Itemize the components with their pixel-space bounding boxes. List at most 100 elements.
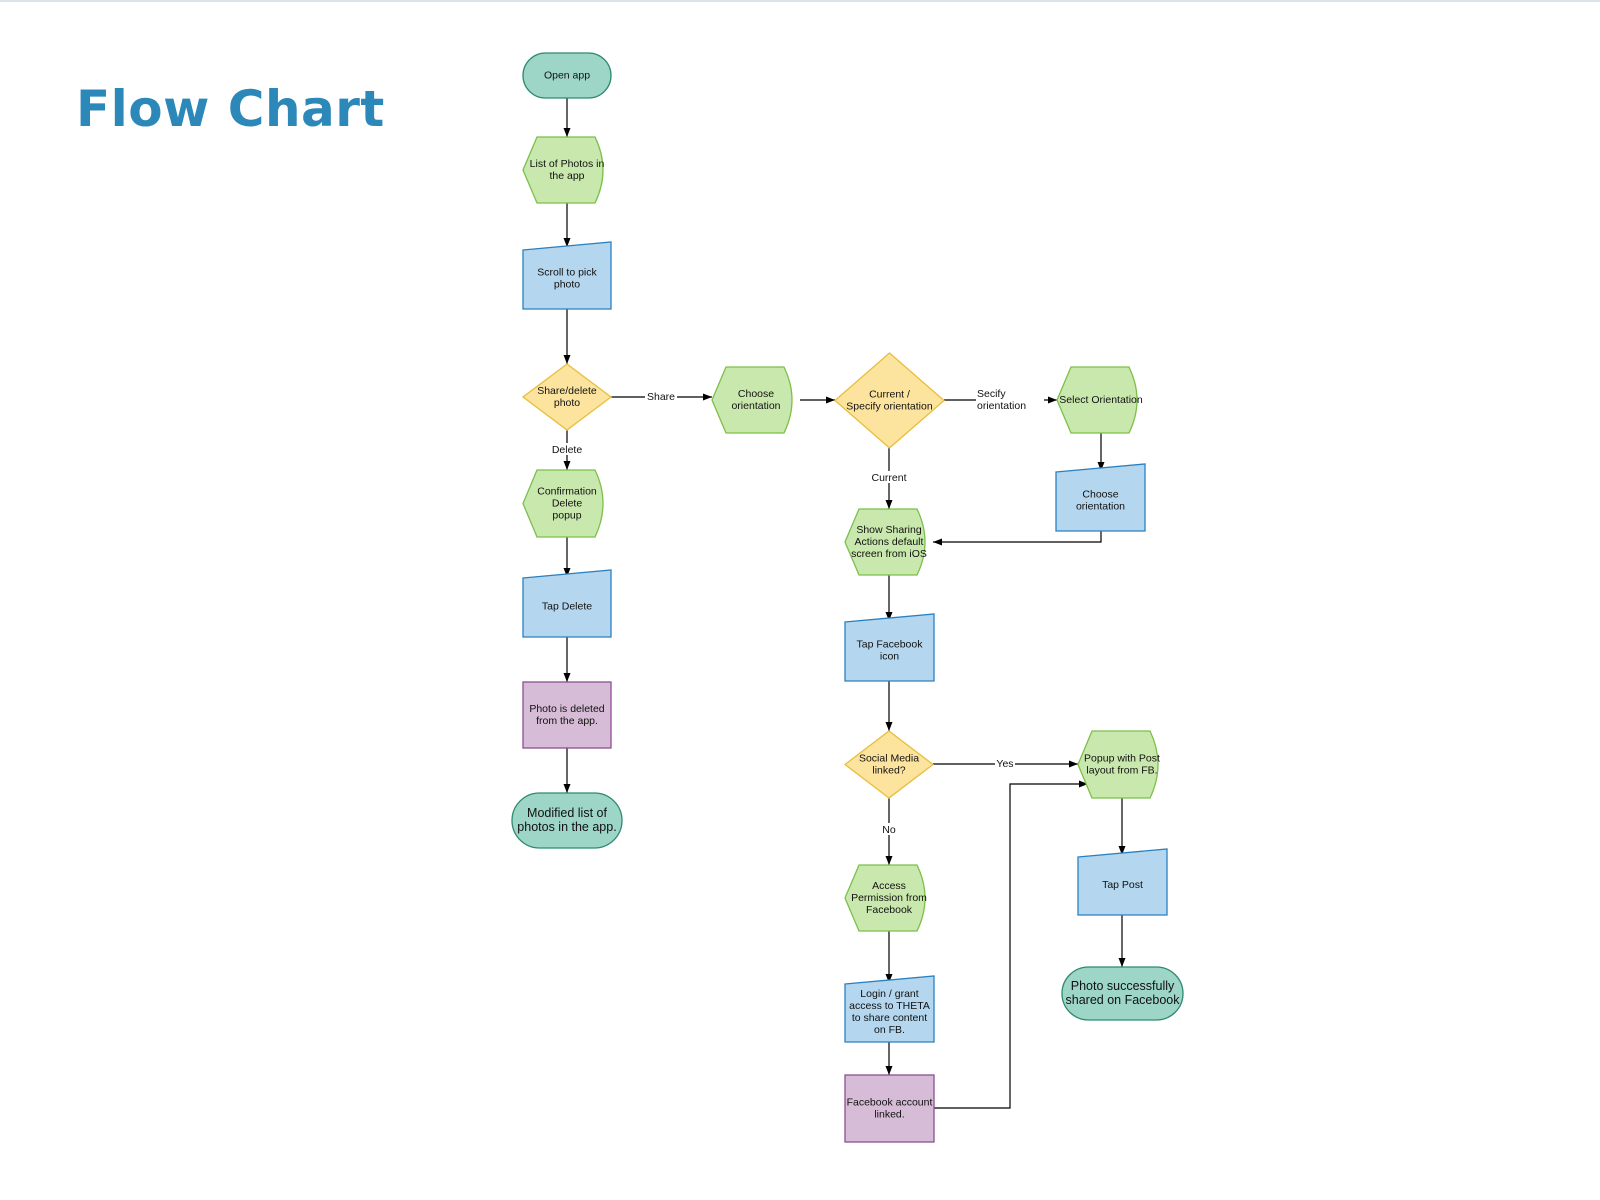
edge-label-background [976,387,1044,411]
display-shape [522,136,604,204]
edge-label-background [995,757,1015,769]
edge-label-text: Yes [996,758,1013,770]
node-label-line: Social Media [859,752,919,764]
node-current-specify: Current /Specify orientation [834,352,945,449]
display-shape [844,508,926,576]
node-label-line: Show Sharing [856,524,922,536]
display-shape [844,864,926,932]
node-label-line: Current / [869,388,910,400]
node-label-line: Open app [544,69,590,81]
display-shape [1056,366,1138,434]
edge-label-background [548,443,586,455]
edge-label-text: Delete [552,444,583,456]
input-shape [1055,463,1146,532]
node-label-line: photos in the app. [517,820,616,834]
top-border-line [0,0,1600,2]
edge-label-text: Secify [977,388,1006,400]
edge-label-current: Current [867,471,911,484]
edge-choose2-to-showsharing [933,531,1102,546]
edge-fblinked-to-popup [934,780,1088,1109]
terminal-shape [522,52,612,99]
display-shape [522,469,604,538]
node-label-line: Photo successfully [1071,979,1175,993]
node-label-line: from the app. [536,715,598,727]
process-shape [522,681,612,749]
edge-label-text: Current [871,472,906,484]
edge-label-text: orientation [977,400,1026,412]
node-tap-post: Tap Post [1077,848,1168,916]
node-label-line: to share content [852,1012,927,1024]
node-label-line: Facebook account [847,1096,933,1108]
node-label-line: Popup with Post [1084,752,1160,764]
node-label-line: Choose [1082,488,1118,500]
edges-layer [563,98,1126,1109]
node-label-line: shared on Facebook [1066,993,1181,1007]
process-shape [844,1074,935,1143]
node-label-line: Login / grant [860,988,918,1000]
node-label-line: photo [554,397,580,409]
node-label-line: Access [872,880,906,892]
node-label-line: Tap Delete [542,600,592,612]
decision-shape [843,730,935,799]
terminal-shape [511,792,623,849]
node-label-line: List of Photos in [530,158,605,170]
node-label-line: linked? [872,764,905,776]
decision-shape [834,352,945,449]
display-shape [711,366,793,434]
node-label-line: screen from iOS [851,548,927,560]
decision-shape [521,363,613,431]
node-label-line: Select Orientation [1059,394,1143,406]
edge-label-background [645,390,677,402]
page-title: Flow Chart [76,80,385,138]
input-shape [522,241,612,310]
node-label-line: Choose [738,388,774,400]
node-label-line: the app [549,170,584,182]
node-label-line: Photo is deleted [529,703,604,715]
node-label-line: orientation [1076,500,1125,512]
terminal-shape [1061,966,1184,1021]
edge-label-text: Share [647,391,675,403]
edge-label-share: Share [645,390,677,403]
node-label-line: Tap Facebook [857,638,924,650]
edge-label-yes: Yes [995,757,1015,770]
node-label-line: layout from FB. [1086,764,1157,776]
edge-label-text: No [882,824,896,836]
node-label-line: Share/delete [537,385,597,397]
edge-label-no: No [882,823,896,836]
input-shape [1077,848,1168,916]
edge-label-background [867,471,911,483]
node-label-line: Specify orientation [846,400,933,412]
node-label-line: Tap Post [1102,879,1143,891]
input-shape [522,569,612,638]
node-select-orientation: Select Orientation [1056,366,1143,434]
input-shape [844,975,935,1043]
node-label-line: Modified list of [527,806,607,820]
display-shape [1077,730,1159,799]
node-label-line: Permission from [851,892,927,904]
edge-label-delete: Delete [548,443,586,456]
node-label-line: photo [554,278,580,290]
node-open-app: Open app [522,52,612,99]
node-label-line: on FB. [874,1024,905,1036]
node-label-line: Actions default [855,536,924,548]
node-tap-delete: Tap Delete [522,569,612,638]
node-label-line: icon [880,650,899,662]
